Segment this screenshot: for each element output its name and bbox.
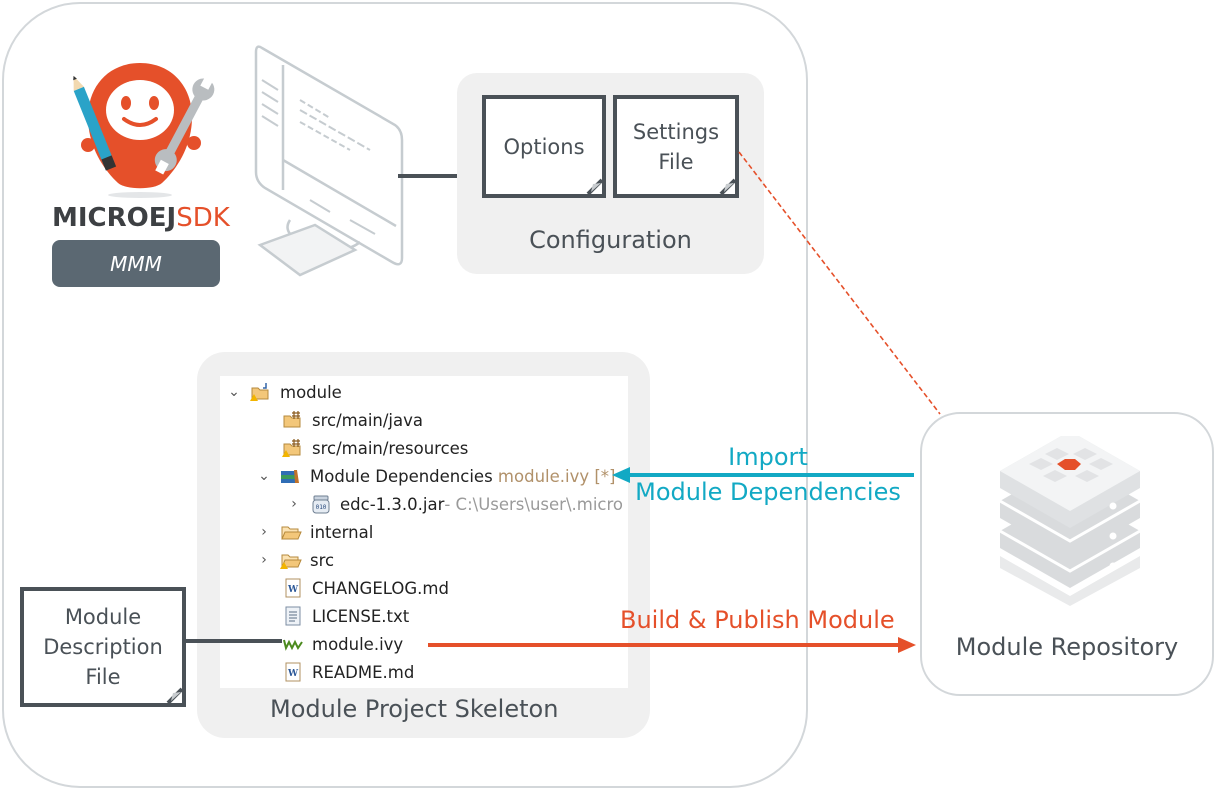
tree-label: edc-1.3.0.jar — [340, 494, 445, 514]
options-label: Options — [503, 134, 585, 159]
chevron-right-icon[interactable]: › — [261, 552, 267, 568]
page-curl-icon — [719, 178, 737, 196]
tree-item-edc-jar[interactable]: › 010 edc-1.3.0.jar - C:\Users\user\.mic… — [286, 490, 628, 518]
desc-line1: Module — [64, 605, 142, 629]
microej-mascot-icon — [73, 63, 215, 198]
import-arrow — [612, 467, 914, 483]
package-folder-icon — [282, 439, 301, 457]
mmm-badge: MMM — [52, 240, 220, 287]
tree-label: README.md — [312, 662, 415, 682]
word-doc-icon: W — [285, 662, 301, 682]
folder-icon — [281, 526, 302, 540]
svg-text:W: W — [287, 669, 299, 679]
tree-label: Module Dependencies — [310, 466, 493, 486]
desc-line2: Description — [43, 635, 163, 659]
repository-title: Module Repository — [955, 633, 1179, 661]
publish-label: Build & Publish Module — [620, 606, 895, 634]
page-curl-icon — [166, 687, 184, 705]
tree-label: src/main/java — [312, 410, 424, 430]
chevron-right-icon[interactable]: › — [261, 524, 267, 540]
chevron-right-icon[interactable]: › — [291, 496, 297, 512]
tree-item-license[interactable]: LICENSE.txt — [258, 602, 409, 630]
skeleton-title: Module Project Skeleton — [270, 695, 559, 723]
brand-suffix: SDK — [176, 203, 230, 233]
folder-icon — [280, 554, 302, 569]
microej-sdk-logo: MICROEJSDK — [52, 203, 230, 233]
tree-item-changelog[interactable]: W CHANGELOG.md — [258, 574, 449, 602]
tree-item-src[interactable]: › src — [256, 546, 334, 574]
tree-label: src — [310, 550, 335, 570]
page-curl-icon — [586, 178, 604, 196]
sdk-environment-frame — [2, 2, 808, 788]
description-file-connector — [186, 639, 282, 643]
tree-item-src-main-resources[interactable]: src/main/resources — [258, 434, 468, 462]
ivy-icon — [283, 639, 303, 651]
library-icon — [281, 470, 299, 483]
chevron-down-icon[interactable]: ⌄ — [258, 468, 270, 484]
settings-file-doc: Settings File — [613, 95, 739, 198]
desc-line3: File — [85, 665, 121, 689]
jar-icon: 010 — [312, 495, 330, 514]
import-label-line2: Module Dependencies — [635, 478, 901, 506]
import-label-line1: Import — [728, 443, 808, 471]
svg-text:010: 010 — [316, 504, 327, 511]
tree-item-module-ivy[interactable]: module.ivy — [258, 630, 403, 658]
word-doc-icon: W — [285, 578, 301, 598]
tree-label: module.ivy — [312, 634, 404, 654]
configuration-title: Configuration — [529, 226, 692, 254]
tree-item-module[interactable]: ⌄ module — [226, 378, 342, 406]
tree-hint: - C:\Users\user\.micro — [444, 494, 623, 514]
module-description-file-doc: Module Description File — [20, 587, 186, 707]
publish-arrow — [428, 637, 916, 653]
server-stack-icon — [999, 436, 1141, 606]
settings-label-line1: Settings — [632, 119, 720, 144]
tree-item-module-dependencies[interactable]: ⌄ Module Dependencies module.ivy [*] — [256, 462, 615, 490]
tree-label: module — [280, 382, 342, 402]
settings-repository-link — [738, 151, 941, 415]
text-file-icon — [285, 606, 301, 626]
tree-label: src/main/resources — [312, 438, 469, 458]
tree-item-src-main-java[interactable]: src/main/java — [258, 406, 423, 434]
brand-name: MICROEJ — [52, 203, 177, 233]
tree-label: LICENSE.txt — [312, 606, 410, 626]
chevron-down-icon[interactable]: ⌄ — [228, 384, 240, 400]
options-doc: Options — [482, 95, 606, 198]
tree-label: internal — [310, 522, 374, 542]
project-folder-icon — [250, 383, 269, 401]
computer-icon — [254, 45, 404, 277]
tree-item-internal[interactable]: › internal — [256, 518, 373, 546]
settings-label-line2: File — [658, 149, 694, 174]
computer-config-connector — [398, 174, 460, 178]
tree-item-readme[interactable]: W README.md — [258, 658, 414, 686]
svg-text:W: W — [287, 585, 299, 595]
tree-suffix: module.ivy [*] — [497, 466, 616, 486]
package-folder-icon — [283, 411, 301, 428]
tree-label: CHANGELOG.md — [312, 578, 449, 598]
